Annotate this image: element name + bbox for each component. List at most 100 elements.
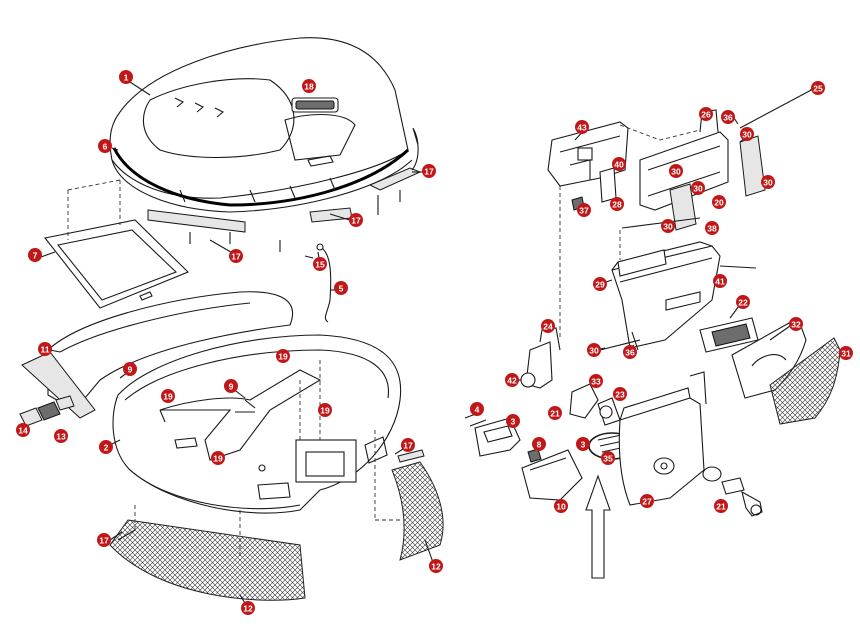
callout-label: 42: [507, 376, 517, 386]
reflector-mesh-right: [391, 461, 444, 561]
callout-label: 28: [612, 200, 622, 210]
callout-badge: [97, 533, 111, 547]
callout-badge: [839, 346, 853, 360]
callout-c38: 38: [705, 221, 719, 235]
callout-c1: 1: [119, 70, 133, 84]
callout-badge: [593, 277, 607, 291]
callout-c20: 20: [712, 195, 726, 209]
callout-badge: [54, 429, 68, 443]
callout-c43: 43: [575, 120, 589, 134]
callout-badge: [610, 197, 624, 211]
callout-c8: 8: [532, 437, 546, 451]
callout-badge: [505, 373, 519, 387]
callout-label: 33: [591, 377, 601, 387]
callout-c12a: 12: [429, 559, 443, 573]
callout-c21b: 21: [714, 499, 728, 513]
callout-label: 12: [431, 562, 441, 572]
callout-c27: 27: [640, 494, 654, 508]
callout-c4: 4: [470, 402, 484, 416]
callout-label: 35: [603, 454, 613, 464]
callout-badge: [589, 374, 603, 388]
callout-badge: [229, 249, 243, 263]
callout-label: 41: [715, 277, 725, 287]
callout-badge: [554, 499, 568, 513]
spacer-30-right: [739, 135, 766, 197]
tether-cable: [321, 247, 332, 323]
callout-badge: [99, 440, 113, 454]
callout-c21a: 21: [548, 406, 562, 420]
callout-label: 15: [315, 260, 325, 270]
callout-c35: 35: [601, 451, 615, 465]
callout-badge: [761, 175, 775, 189]
callout-label: 17: [403, 441, 413, 451]
callout-badge: [119, 70, 133, 84]
callout-label: 2: [104, 443, 109, 453]
callout-c25: 25: [811, 81, 825, 95]
callout-badge: [123, 362, 137, 376]
callout-c24: 24: [541, 319, 555, 333]
callout-badge: [470, 402, 484, 416]
callout-badge: [691, 181, 705, 195]
callout-badge: [422, 164, 436, 178]
callout-label: 4: [475, 405, 480, 415]
callout-c29: 29: [593, 277, 607, 291]
callout-label: 19: [278, 352, 288, 362]
callout-badge: [712, 195, 726, 209]
callout-badge: [699, 107, 713, 121]
callout-c9b: 9: [224, 379, 238, 393]
callout-c33: 33: [589, 374, 603, 388]
lid: [109, 37, 413, 213]
callout-c26: 26: [699, 107, 713, 121]
callout-c17d: 17: [401, 438, 415, 452]
callout-c23: 23: [613, 387, 627, 401]
callout-c18: 18: [302, 79, 316, 93]
callout-label: 12: [243, 604, 253, 614]
callout-label: 40: [614, 160, 624, 170]
lid-seal: [112, 147, 410, 207]
base-rim: [21, 291, 294, 419]
callout-label: 21: [550, 409, 560, 419]
callout-label: 20: [714, 198, 724, 208]
callout-c42: 42: [505, 373, 519, 387]
callout-badge: [705, 221, 719, 235]
callout-badge: [789, 317, 803, 331]
callout-badge: [302, 79, 316, 93]
callout-badge: [241, 601, 255, 615]
hinge-bracket: [547, 121, 629, 187]
lock-cover: [618, 371, 707, 506]
callout-badge: [506, 414, 520, 428]
callout-c19a: 19: [276, 349, 290, 363]
callout-badge: [623, 345, 637, 359]
callout-c12b: 12: [241, 601, 255, 615]
callout-label: 32: [791, 320, 801, 330]
callout-label: 26: [701, 110, 711, 120]
callout-c5: 5: [334, 281, 348, 295]
callout-label: 30: [693, 184, 703, 194]
callout-label: 19: [213, 454, 223, 464]
callout-badge: [548, 406, 562, 420]
reflector-small-a: [19, 407, 43, 427]
callout-badge: [38, 342, 52, 356]
callout-badge: [401, 438, 415, 452]
callout-badge: [587, 343, 601, 357]
reflector-mesh-bottom: [109, 519, 306, 601]
callout-badge: [613, 387, 627, 401]
pointer-arrow: [585, 474, 611, 579]
callout-label: 17: [351, 216, 361, 226]
callout-badge: [669, 164, 683, 178]
latch-33: [569, 383, 599, 419]
callout-c40: 40: [612, 157, 626, 171]
callout-label: 3: [511, 417, 516, 427]
callout-badge: [612, 157, 626, 171]
callout-c28: 28: [610, 197, 624, 211]
callout-label: 36: [625, 348, 635, 358]
callout-c2: 2: [99, 440, 113, 454]
callout-badge: [429, 559, 443, 573]
callout-badge: [224, 379, 238, 393]
callout-c19c: 19: [318, 403, 332, 417]
hinge-rod: [739, 87, 816, 129]
callout-c32: 32: [789, 317, 803, 331]
callout-label: 8: [537, 440, 542, 450]
callout-badge: [318, 403, 332, 417]
